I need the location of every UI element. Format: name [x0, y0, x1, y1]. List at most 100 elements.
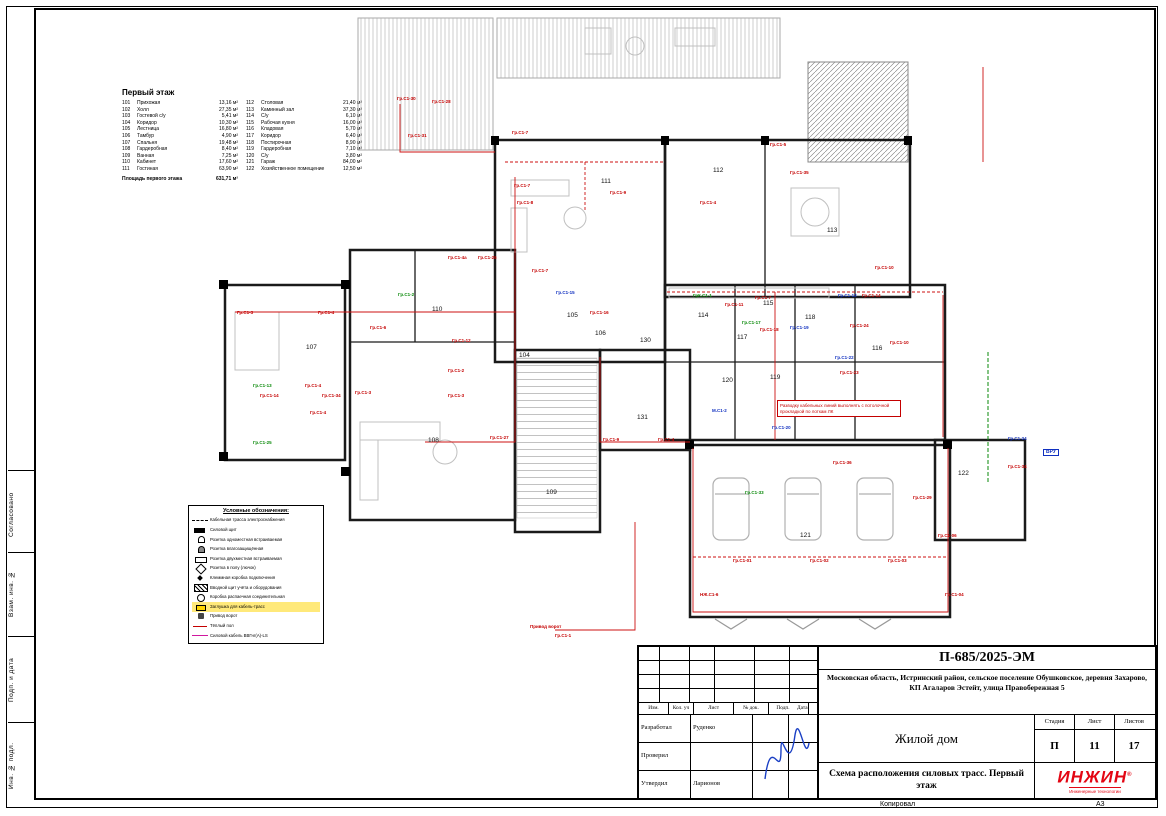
role-name: Руденко [691, 715, 753, 742]
plan-room-number: 113 [827, 227, 838, 234]
room-name-cell: Прихожая [137, 100, 161, 106]
sheet-header: Лист [1075, 715, 1115, 729]
legend-symbol-icon [192, 623, 210, 630]
legend-label: Кабельная трасса электроснабжения [210, 517, 285, 523]
room-area-cell: 8,90 м² [345, 139, 362, 146]
plan-room-number: 111 [601, 178, 611, 185]
legend-row: Клеммная коробка подключения [192, 574, 320, 584]
circuit-label: Привод ворот [530, 624, 562, 629]
footer-copied-label: Копировал [880, 801, 916, 808]
circuit-label: Гр.С1-26 [478, 255, 497, 260]
plan-room-number: 109 [546, 489, 557, 496]
legend-row: Розетка двухместная встраиваемая [192, 554, 320, 564]
role-row: Проверил [639, 743, 817, 771]
circuit-label: ВРУ [1043, 449, 1059, 456]
role-date-cell [789, 771, 815, 798]
room-area-cell: 16,80 м² [218, 126, 238, 133]
circuit-label: Гр.С1-9 [603, 437, 620, 442]
plan-room-number: 121 [800, 532, 811, 539]
column-header-cell: № док. [734, 703, 769, 714]
circuit-label: Гр.С1-03 [888, 558, 907, 563]
stage-header: Стадия [1035, 715, 1075, 729]
room-number-cell: 118 [246, 139, 254, 146]
circuit-label: Гр.С1-23 [840, 370, 859, 375]
room-area-cell: 21,40 м² [342, 100, 362, 106]
plan-room-number: 114 [698, 312, 709, 319]
legend-row: Розетка в полу (лючок) [192, 564, 320, 574]
room-name-cell: Гардеробная [137, 146, 168, 153]
legend-symbol-icon [192, 604, 210, 611]
circuit-label: Гр.С1-33 [745, 490, 764, 495]
circuit-label: Гр.С1-30 [397, 96, 416, 101]
circuit-label: Гр.С1-25 [253, 440, 272, 445]
circuit-label: Гр.С1-10 [890, 340, 909, 345]
room-row: 111 Гостиная 63,90 м² [122, 166, 238, 173]
circuit-label: Гр.С1-36 [833, 460, 852, 465]
room-row: 105 Лестница 16,80 м² [122, 126, 238, 133]
role-row: Разработал Руденко [639, 715, 817, 743]
room-number-cell: 117 [246, 132, 254, 139]
legend-label: Вводной щит учёта и оборудования [210, 584, 282, 590]
circuit-label: ГрК.С1-1 [693, 293, 712, 298]
room-row: 104 Коридор 10,30 м² [122, 120, 238, 127]
room-number-cell: 109 [122, 152, 131, 159]
grid-line [639, 688, 817, 689]
room-number-cell: 101 [122, 100, 131, 106]
legend-title: Условные обозначения: [223, 508, 289, 514]
circuit-label: Гр.С1-10 [875, 265, 894, 270]
room-row: 101 Прихожая 13,16 м² [122, 100, 238, 107]
circuit-label: Гр.С1-16 [590, 310, 609, 315]
strip-divider [8, 636, 34, 637]
room-row: 115 Рабочая кухня 16,00 м² [246, 120, 362, 127]
room-area-cell: 7,10 м² [345, 146, 362, 153]
room-area-cell: 6,40 м² [345, 132, 362, 139]
circuit-label: Гр.С1-28 [432, 99, 451, 104]
room-number-cell: 104 [122, 119, 131, 126]
plan-room-number: 131 [637, 414, 648, 421]
grid-line [639, 660, 817, 661]
room-name-cell: Столовая [261, 100, 284, 106]
room-name-cell: Гардеробная [261, 146, 292, 153]
circuit-label: Гр.С1-01 [733, 558, 752, 563]
room-area-cell: 37,30 м² [342, 106, 362, 113]
legend-row: Коробка распаечная соединительная [192, 593, 320, 603]
circuit-label: Гр.С1-29 [913, 495, 932, 500]
room-area-cell: 63,90 м² [218, 165, 238, 172]
plan-room-number: 130 [640, 337, 651, 344]
room-schedule: Первый этаж 101 Прихожая 13,16 м² 102 Хо… [122, 88, 366, 182]
sheets-header: Листов [1124, 718, 1144, 725]
plan-room-number: 107 [306, 344, 317, 351]
plan-room-number: 112 [713, 167, 724, 174]
sheets-value: 17 [1128, 740, 1140, 752]
sheet-value: 11 [1075, 730, 1115, 763]
legend-row: Привод ворот [192, 612, 320, 622]
circuit-label: М.С1-2 [712, 408, 727, 413]
legend-symbol-icon [192, 594, 210, 603]
room-row: 109 Ванная 7,25 м² [122, 153, 238, 160]
column-header-cell: Кол. уч [669, 703, 694, 714]
room-number-cell: 116 [246, 126, 254, 133]
circuit-label: Гр.С1-35 [790, 170, 809, 175]
plan-room-number: 120 [722, 377, 733, 384]
room-name-cell: Ванная [137, 152, 155, 159]
circuit-label: Гр.С1-1 [555, 633, 572, 638]
room-number-cell: 102 [122, 106, 131, 113]
circuit-label: Гр.С1-24 [1008, 436, 1027, 441]
room-area-cell: 12,50 м² [342, 165, 362, 172]
room-name-cell: С/у [261, 152, 269, 159]
room-row: 116 Кладовая 5,70 м² [246, 126, 362, 133]
legend-row: Заглушка для кабель-трасс [192, 602, 320, 612]
circuit-label: Гр.С1-04 [945, 592, 964, 597]
room-number-cell: 108 [122, 146, 131, 153]
room-name-cell: Гостевой с/у [137, 113, 166, 120]
legend-label: Силовой кабель ВВГнг(А)-LS [210, 632, 268, 638]
room-area-cell: 17,60 м² [218, 159, 238, 166]
circuit-label: Гр.С1-13 [253, 383, 272, 388]
room-name-cell: С/у [261, 113, 269, 120]
room-number-cell: 112 [246, 100, 254, 106]
room-area-cell: 13,16 м² [218, 100, 238, 106]
room-number-cell: 110 [122, 159, 130, 166]
circuit-label: Гр.С1-12 [452, 338, 471, 343]
room-number-cell: 105 [122, 126, 131, 133]
